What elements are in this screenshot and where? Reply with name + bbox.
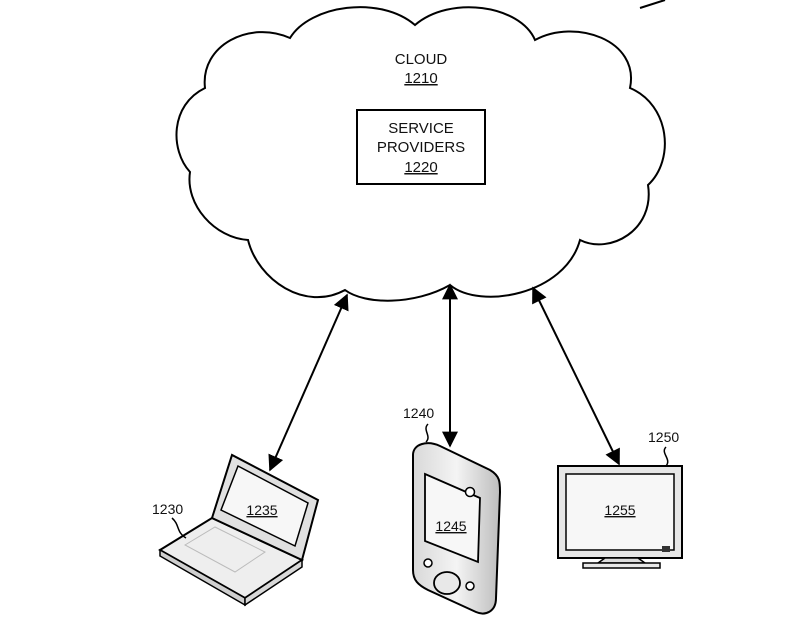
cloud-ref: 1210 xyxy=(404,70,437,87)
service-providers-line2: PROVIDERS xyxy=(377,139,465,156)
laptop-ref: 1230 xyxy=(152,501,183,517)
laptop-ref-leader xyxy=(171,517,187,539)
laptop-device xyxy=(158,453,320,607)
phone-device xyxy=(412,442,502,615)
service-providers-line1: SERVICE xyxy=(388,120,454,137)
monitor-screen-ref: 1255 xyxy=(604,502,635,518)
cloud-shape xyxy=(175,6,666,302)
cloud-title: CLOUD xyxy=(395,51,448,68)
monitor-device xyxy=(557,465,683,569)
phone-screen-ref: 1245 xyxy=(435,518,466,534)
phone-ref-leader xyxy=(425,423,429,443)
monitor-connection-arrow xyxy=(532,286,620,466)
monitor-ref: 1250 xyxy=(648,429,679,445)
phone-ref: 1240 xyxy=(403,405,434,421)
monitor-ref-leader xyxy=(663,446,669,467)
service-providers-box xyxy=(356,109,486,185)
laptop-screen-ref: 1235 xyxy=(246,502,277,518)
service-providers-ref: 1220 xyxy=(404,159,437,176)
laptop-connection-arrow xyxy=(268,293,349,472)
corner-arrow-fragment xyxy=(639,0,666,9)
